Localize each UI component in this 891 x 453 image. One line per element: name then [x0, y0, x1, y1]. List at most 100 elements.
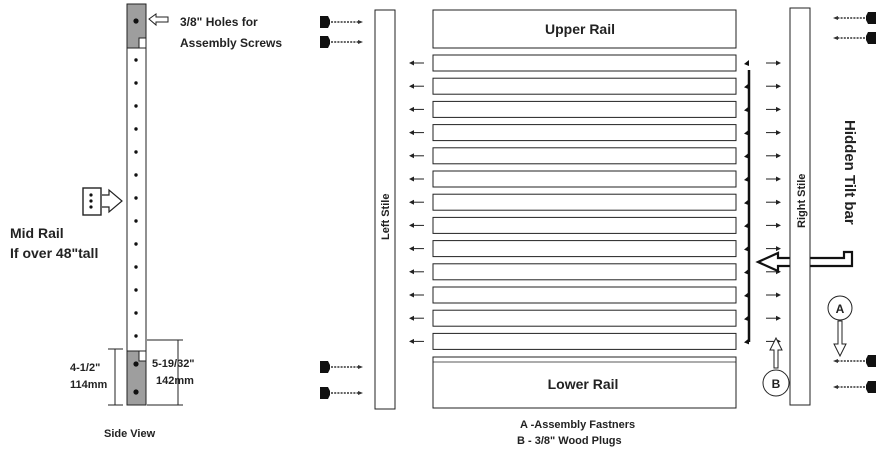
arrow-left-head [409, 292, 414, 298]
marker-a-label: A [836, 302, 845, 316]
pin-hole [134, 242, 138, 246]
tilt-bar-tooth [744, 176, 749, 182]
screw-head [320, 36, 330, 48]
pin-hole [134, 173, 138, 177]
tilt-bar-tooth [744, 315, 749, 322]
louver [432, 124, 737, 142]
louver-pin-holes [134, 58, 138, 338]
assembly-hole-top [133, 18, 139, 24]
mid-rail-label-line1: Mid Rail [10, 225, 64, 241]
pin-hole [134, 265, 138, 269]
arrow-left-head [409, 338, 414, 344]
louvers [432, 54, 737, 350]
pin-hole [134, 127, 138, 131]
assembly-hole-bottom-2 [133, 389, 139, 395]
louver [432, 100, 737, 118]
arrow-left-head [409, 176, 414, 182]
tilt-bar-tooth [744, 152, 749, 159]
arrow-left-head [409, 153, 414, 159]
hole-label-line2: Assembly Screws [180, 36, 282, 50]
left-stile-label: Left Stile [380, 194, 392, 240]
left-stile [374, 9, 396, 410]
louver [432, 170, 737, 188]
tilt-bar-tooth [744, 222, 749, 229]
arrow-right-head [776, 315, 781, 321]
dimension-left-mm: 114mm [70, 379, 108, 391]
screw-tip [833, 385, 838, 389]
arrow-right-head [776, 292, 781, 298]
side-view: 3/8" Holes for Assembly Screws Mid Rail … [10, 3, 282, 440]
left-stile-group: Left Stile [374, 9, 396, 410]
screw-icon [833, 355, 876, 367]
screw-head [866, 12, 876, 24]
pin-hole [134, 334, 138, 338]
screw-head [320, 16, 330, 28]
screw-tip [833, 16, 838, 20]
louver [432, 216, 737, 234]
dimension-left-in: 4-1/2" [70, 362, 100, 374]
louver [432, 147, 737, 165]
screw-tip [358, 40, 363, 44]
right-stile-label: Right Stile [796, 174, 808, 228]
screw-tip [358, 20, 363, 24]
arrow-right-head [776, 106, 781, 112]
screw-icon [320, 361, 363, 373]
arrow-left-head [409, 60, 414, 66]
lower-rail-label: Lower Rail [548, 376, 619, 392]
marker-b-label: B [772, 377, 781, 391]
arrow-left-head [409, 199, 414, 205]
arrow-right-head [776, 199, 781, 205]
marker-b-arrow-icon [769, 336, 783, 369]
marker-a: A [827, 295, 853, 358]
pin-hole [134, 311, 138, 315]
louver [432, 193, 737, 211]
hole-label-line1: 3/8" Holes for [180, 15, 258, 29]
arrow-right-head [776, 83, 781, 89]
dimension-right-in: 5-19/32" [152, 358, 195, 370]
tilt-bar-tooth [744, 199, 749, 206]
screw-icon [833, 32, 876, 44]
legend-b: B - 3/8" Wood Plugs [517, 435, 622, 447]
screw-icon [320, 16, 363, 28]
tilt-bar-label: Hidden Tilt bar [841, 120, 858, 225]
hole-arrow-icon [148, 13, 169, 27]
assembly-screws [320, 12, 876, 399]
side-view-notch-top [138, 37, 147, 49]
arrow-left-head [409, 83, 414, 89]
assembly-hole-bottom-1 [133, 361, 139, 367]
arrow-left-head [409, 246, 414, 252]
mid-rail-label-line2: If over 48"tall [10, 245, 98, 261]
arrow-right-head [776, 130, 781, 136]
side-view-lower-block [126, 350, 147, 406]
pin-hole [134, 288, 138, 292]
left-louver-pin-arrows [409, 60, 424, 344]
marker-b: B [762, 336, 790, 397]
screw-tip [833, 359, 838, 363]
screw-head [866, 32, 876, 44]
tilt-bar-tooth [744, 338, 749, 345]
screw-icon [320, 387, 363, 399]
side-view-upper-block [126, 3, 147, 49]
tilt-bar-tooth [744, 245, 749, 252]
screw-icon [320, 36, 363, 48]
tilt-bar-tooth [744, 292, 749, 298]
screw-tip [358, 391, 363, 395]
louver [432, 77, 737, 95]
marker-b-circle [762, 369, 790, 397]
tilt-bar-tooth [744, 106, 749, 113]
side-view-notch-bottom [138, 350, 147, 362]
right-stile-group: Right Stile [789, 7, 811, 406]
tilt-bar-tooth [744, 129, 749, 136]
marker-a-arrow-icon [833, 320, 847, 358]
arrow-right-head [776, 222, 781, 228]
pin-hole [134, 219, 138, 223]
louver [432, 240, 737, 258]
right-stile [789, 7, 811, 406]
louver [432, 54, 737, 72]
screw-head [866, 381, 876, 393]
side-view-caption: Side View [104, 428, 156, 440]
arrow-right-head [776, 246, 781, 252]
screw-head [320, 387, 330, 399]
dimension-right-mm: 142mm [156, 375, 194, 387]
arrow-right-head [776, 153, 781, 159]
